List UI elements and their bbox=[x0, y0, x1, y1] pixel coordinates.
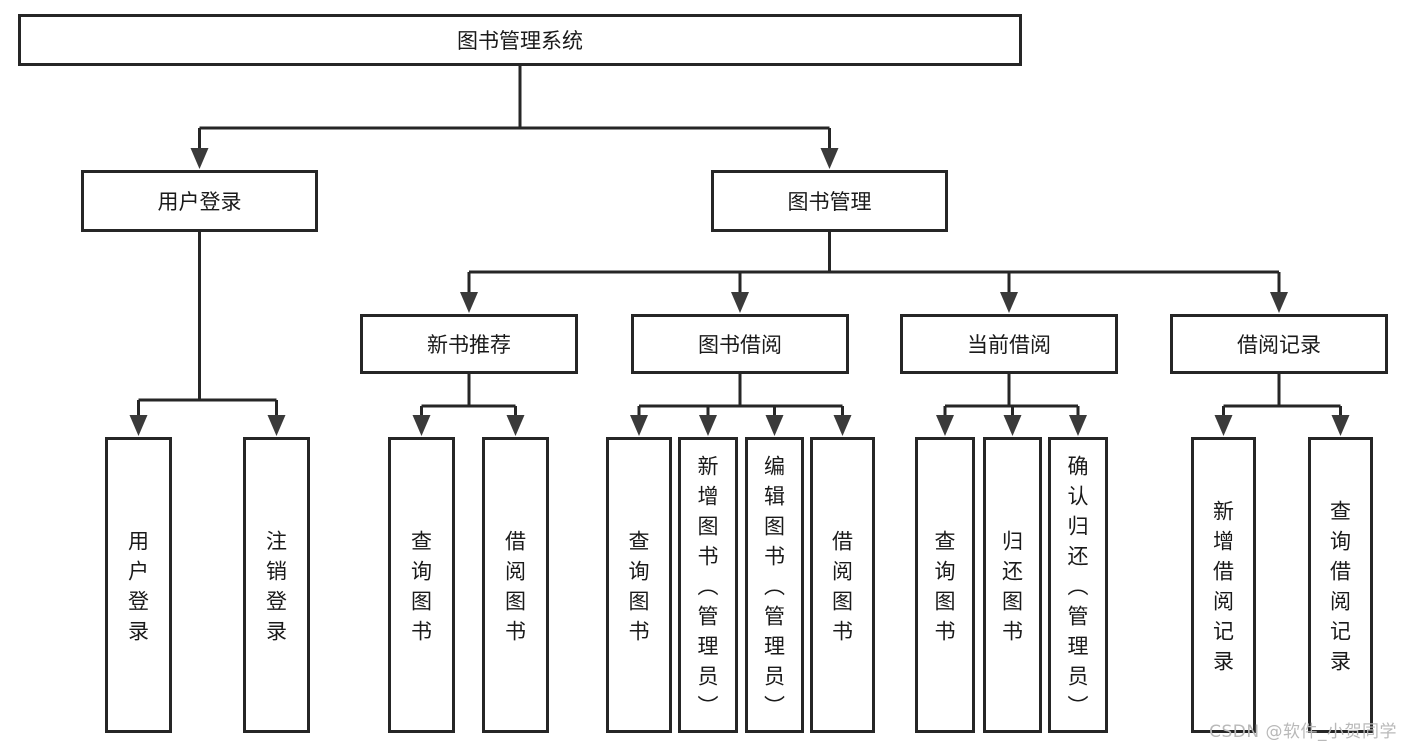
arrow-head-icon bbox=[412, 415, 431, 436]
node-label: 查询图书 bbox=[629, 529, 650, 643]
node-box bbox=[482, 437, 549, 733]
arrow-head-icon bbox=[630, 415, 648, 436]
node-box bbox=[810, 437, 875, 733]
node-box bbox=[1191, 437, 1256, 733]
node-box bbox=[1048, 437, 1108, 733]
node-box bbox=[243, 437, 310, 733]
node-box bbox=[711, 170, 948, 232]
node-l3[interactable]: 查询图书 bbox=[388, 437, 455, 733]
node-box bbox=[388, 437, 455, 733]
connectors-layer bbox=[129, 66, 1350, 436]
node-l6[interactable]: 新增图书︵管理员︶ bbox=[678, 437, 738, 733]
node-l7[interactable]: 编辑图书︵管理员︶ bbox=[745, 437, 804, 733]
node-box bbox=[105, 437, 172, 733]
node-box bbox=[360, 314, 578, 374]
node-box bbox=[631, 314, 849, 374]
node-l4[interactable]: 借阅图书 bbox=[482, 437, 549, 733]
node-label: 确认归还︵管理员︶ bbox=[1068, 454, 1089, 718]
node-label: 注销登录 bbox=[266, 529, 287, 643]
arrow-head-icon bbox=[765, 415, 784, 436]
node-l12[interactable]: 新增借阅记录 bbox=[1191, 437, 1256, 733]
node-label: 查询图书 bbox=[411, 529, 432, 643]
node-label: 图书管理 bbox=[788, 190, 872, 214]
node-label: 借阅图书 bbox=[505, 529, 526, 643]
arrow-head-icon bbox=[820, 148, 839, 169]
node-box bbox=[900, 314, 1118, 374]
node-box bbox=[18, 14, 1022, 66]
node-l10[interactable]: 归还图书 bbox=[983, 437, 1042, 733]
nodes-layer: 图书管理系统用户登录图书管理新书推荐图书借阅当前借阅借阅记录用户登录注销登录查询… bbox=[18, 14, 1388, 733]
node-l5[interactable]: 查询图书 bbox=[606, 437, 672, 733]
arrow-head-icon bbox=[833, 415, 852, 436]
arrow-head-icon bbox=[936, 415, 954, 436]
node-n3d[interactable]: 借阅记录 bbox=[1170, 314, 1388, 374]
node-label: 借阅图书 bbox=[832, 529, 853, 643]
node-n3a[interactable]: 新书推荐 bbox=[360, 314, 578, 374]
node-label: 用户登录 bbox=[158, 190, 242, 214]
node-box bbox=[606, 437, 672, 733]
node-l8[interactable]: 借阅图书 bbox=[810, 437, 875, 733]
node-box bbox=[1308, 437, 1373, 733]
arrow-head-icon bbox=[1000, 292, 1018, 313]
node-label: 新增借阅记录 bbox=[1213, 499, 1234, 673]
node-label: 借阅记录 bbox=[1237, 333, 1321, 357]
node-root[interactable]: 图书管理系统 bbox=[18, 14, 1022, 66]
node-box bbox=[915, 437, 975, 733]
node-n3b[interactable]: 图书借阅 bbox=[631, 314, 849, 374]
node-l11[interactable]: 确认归还︵管理员︶ bbox=[1048, 437, 1108, 733]
node-box bbox=[983, 437, 1042, 733]
node-label: 查询借阅记录 bbox=[1330, 499, 1351, 673]
arrow-head-icon bbox=[1069, 415, 1087, 436]
arrow-head-icon bbox=[1003, 415, 1022, 436]
node-label: 用户登录 bbox=[128, 529, 149, 643]
node-l9[interactable]: 查询图书 bbox=[915, 437, 975, 733]
arrow-head-icon bbox=[1270, 292, 1288, 313]
watermark-label: CSDN @软件_小贺同学 bbox=[1209, 722, 1397, 742]
node-box bbox=[81, 170, 318, 232]
node-label: 图书管理系统 bbox=[457, 29, 583, 53]
arrow-head-icon bbox=[1331, 415, 1350, 436]
node-l1[interactable]: 用户登录 bbox=[105, 437, 172, 733]
node-n2a[interactable]: 用户登录 bbox=[81, 170, 318, 232]
node-label: 当前借阅 bbox=[967, 333, 1051, 357]
arrow-head-icon bbox=[506, 415, 525, 436]
arrow-head-icon bbox=[731, 292, 749, 313]
node-label: 归还图书 bbox=[1002, 529, 1023, 643]
arrow-head-icon bbox=[190, 148, 209, 169]
node-box bbox=[745, 437, 804, 733]
node-label: 查询图书 bbox=[935, 529, 956, 643]
node-label: 新书推荐 bbox=[427, 333, 511, 357]
node-label: 编辑图书︵管理员︶ bbox=[764, 454, 785, 718]
node-box bbox=[678, 437, 738, 733]
node-l13[interactable]: 查询借阅记录 bbox=[1308, 437, 1373, 733]
node-label: 图书借阅 bbox=[698, 333, 782, 357]
node-l2[interactable]: 注销登录 bbox=[243, 437, 310, 733]
node-box bbox=[1170, 314, 1388, 374]
node-label: 新增图书︵管理员︶ bbox=[698, 454, 719, 718]
arrow-head-icon bbox=[267, 415, 286, 436]
node-n2b[interactable]: 图书管理 bbox=[711, 170, 948, 232]
arrow-head-icon bbox=[1214, 415, 1233, 436]
arrow-head-icon bbox=[699, 415, 717, 436]
arrow-head-icon bbox=[460, 292, 478, 313]
node-n3c[interactable]: 当前借阅 bbox=[900, 314, 1118, 374]
arrow-head-icon bbox=[129, 415, 148, 436]
